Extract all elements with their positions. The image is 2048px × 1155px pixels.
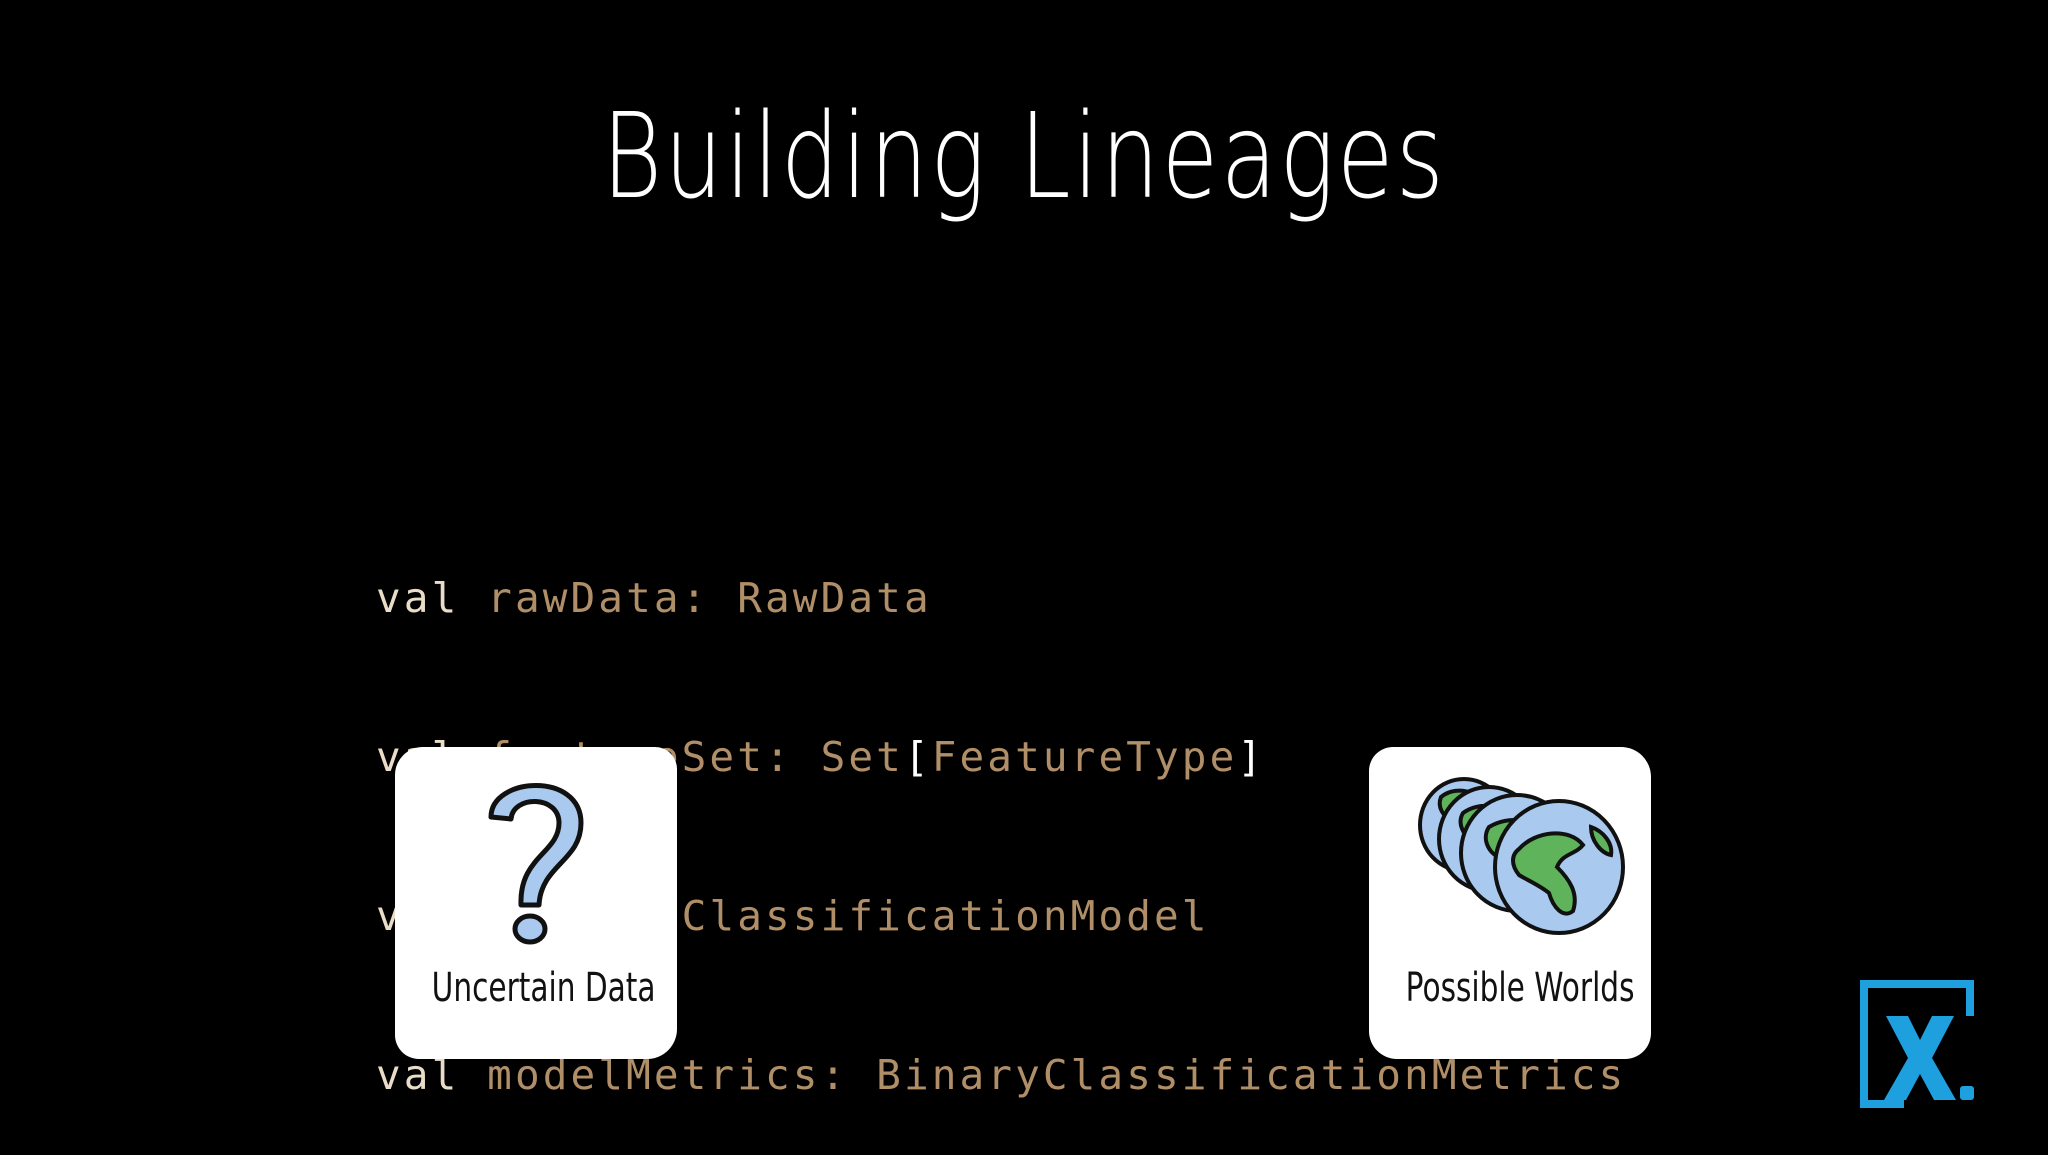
code-type: Set xyxy=(820,733,904,781)
globes-icon xyxy=(1418,777,1625,935)
code-bracket-close: ] xyxy=(1237,733,1266,781)
code-type: RawData xyxy=(737,574,932,622)
code-line: val rawData: RawData xyxy=(376,574,932,622)
code-type: BinaryClassificationMetrics xyxy=(876,1051,1627,1099)
question-mark-icon xyxy=(488,783,584,945)
code-type-param: FeatureType xyxy=(931,733,1238,781)
code-identifier: rawData xyxy=(487,574,682,622)
code-keyword: val xyxy=(376,1051,460,1099)
code-bracket-open: [ xyxy=(903,733,932,781)
possible-worlds-label: Possible Worlds xyxy=(1405,965,1635,1011)
slide-title: Building Lineages xyxy=(601,87,1447,225)
code-line: val modelMetrics: BinaryClassificationMe… xyxy=(376,1051,1627,1099)
code-type: ClassificationModel xyxy=(681,892,1210,940)
uncertain-data-card: Uncertain Data xyxy=(395,747,677,1059)
x-logo-icon xyxy=(1860,980,1974,1108)
code-identifier: modelMetrics xyxy=(487,1051,821,1099)
code-keyword: val xyxy=(376,574,460,622)
possible-worlds-card: Possible Worlds xyxy=(1369,747,1651,1059)
uncertain-data-label: Uncertain Data xyxy=(431,965,656,1011)
